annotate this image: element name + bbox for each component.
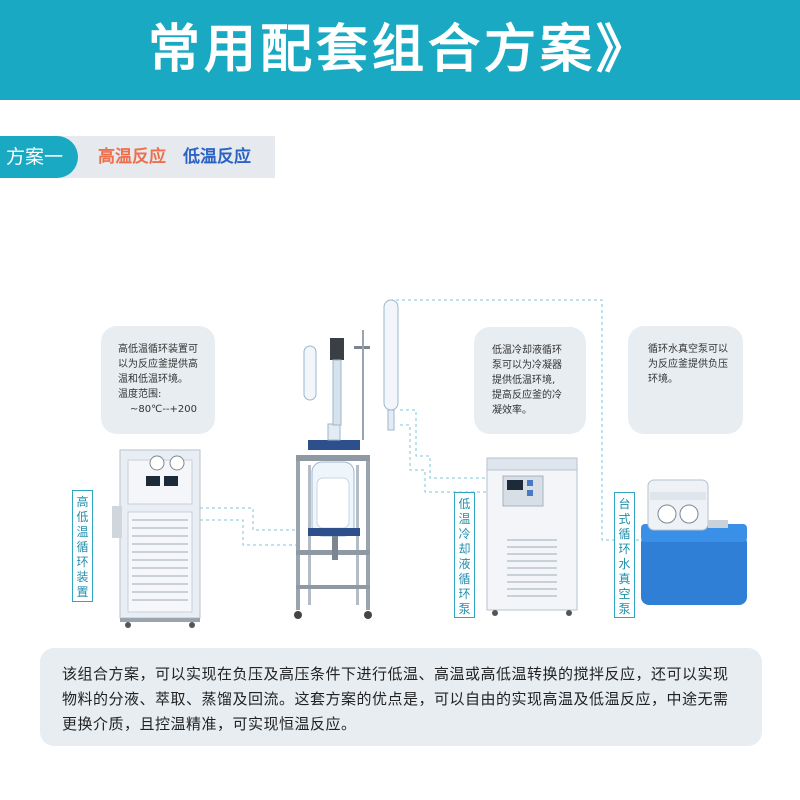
circulator-info-line: 高低温循环装置可 [118, 344, 198, 355]
glass-reactor-illustration [294, 299, 399, 619]
circulator-illustration [112, 449, 201, 628]
chiller-illustration [486, 457, 578, 616]
plan-high-temp-label: 高温反应 [98, 147, 166, 167]
plan-tag: 方案一 [0, 136, 78, 178]
header-banner: 常用配套组合方案》 [0, 0, 800, 100]
vacuum-pump-label: 台式循环水真空泵 [614, 492, 635, 618]
chiller-label: 低温冷却液循环泵 [454, 492, 475, 618]
chiller-info-bubble: 低温冷却液循环 泵可以为冷凝器 提供低温环境, 提高反应釜的冷 凝效率。 [474, 327, 586, 434]
circulator-label: 高低温循环装置 [72, 490, 93, 602]
plan-low-temp-label: 低温反应 [183, 147, 251, 167]
pump-info-bubble: 循环水真空泵可以 为反应釜提供负压 环境。 [628, 326, 743, 434]
scheme-description: 该组合方案，可以实现在负压及高压条件下进行低温、高温或高低温转换的搅拌反应，还可… [40, 648, 762, 746]
circulator-info-line: 温和低温环境。 [118, 374, 188, 385]
pump-info-line: 环境。 [648, 374, 678, 385]
chiller-info-line: 凝效率。 [492, 405, 532, 416]
chiller-info-line: 低温冷却液循环 [492, 345, 562, 356]
circulator-info-line: 以为反应釜提供高 [118, 359, 198, 370]
circulator-info-bubble: 高低温循环装置可 以为反应釜提供高 温和低温环境。 温度范围: ~80℃--+2… [101, 326, 215, 434]
chiller-info-line: 提供低温环境, [492, 375, 556, 386]
pump-info-line: 为反应釜提供负压 [648, 359, 728, 370]
banner-title: 常用配套组合方案》 [147, 20, 652, 80]
chiller-info-line: 泵可以为冷凝器 [492, 360, 562, 371]
circulator-info-line: 温度范围: [118, 389, 162, 400]
plan-bar: 方案一 高温反应 低温反应 [0, 136, 275, 178]
temperature-range: ~80℃--+200 [130, 404, 198, 415]
chiller-info-line: 提高反应釜的冷 [492, 390, 562, 401]
vacuum-pump-illustration [641, 479, 747, 605]
pump-info-line: 循环水真空泵可以 [648, 344, 728, 355]
